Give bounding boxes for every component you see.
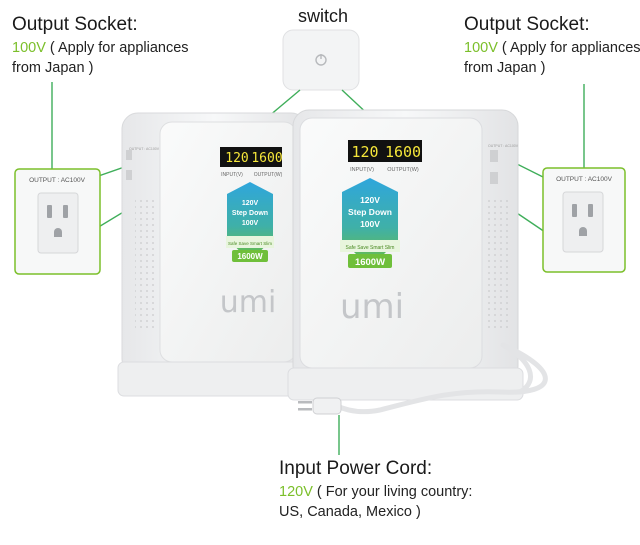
badge-right-line3: 100V <box>360 219 380 229</box>
left-callout-line2: from Japan ) <box>12 60 94 76</box>
display-right <box>348 140 422 162</box>
badge-left <box>226 182 274 262</box>
side-label-right: OUTPUT : AC100V <box>488 144 519 148</box>
right-callout-text: ( Apply for appliances <box>497 40 640 56</box>
display-left-output-label: OUTPUT(W) <box>254 172 283 178</box>
socket-label-right: OUTPUT : AC100V <box>556 176 613 183</box>
bottom-callout: Input Power Cord: 120V ( For your living… <box>279 458 472 520</box>
badge-right <box>340 178 400 268</box>
bottom-callout-text: ( For your living country: <box>312 484 473 500</box>
socket-closeup-right <box>542 167 626 273</box>
display-right-input-label: INPUT(V) <box>350 167 374 173</box>
left-callout-text: ( Apply for appliances <box>45 40 189 56</box>
logo-right: umi <box>340 287 404 327</box>
left-callout-title: Output Socket: <box>12 14 138 35</box>
display-left-output: 1600 <box>251 151 282 166</box>
badge-right-tagline: Safe Save Smart Slim <box>346 245 395 251</box>
switch-label: switch <box>298 6 349 26</box>
switch-box <box>282 29 360 91</box>
bottom-callout-title: Input Power Cord: <box>279 458 433 479</box>
right-callout-line2: from Japan ) <box>464 60 546 76</box>
right-callout-voltage: 100V <box>464 40 498 56</box>
display-left-input-label: INPUT(V) <box>221 172 243 178</box>
bottom-callout-voltage: 120V <box>279 484 313 500</box>
display-right-output: 1600 <box>385 143 421 161</box>
display-right-output-label: OUTPUT(W) <box>387 167 419 173</box>
socket-label-left: OUTPUT : AC100V <box>29 177 86 184</box>
display-left <box>220 147 282 167</box>
side-label-left: OUTPUT : AC100V <box>129 147 160 151</box>
socket-closeup-left <box>14 168 101 275</box>
bottom-callout-line2: US, Canada, Mexico ) <box>279 504 421 520</box>
badge-right-line1: 120V <box>360 195 380 205</box>
badge-left-line1: 120V <box>242 200 259 207</box>
badge-left-tagline: Safe Save Smart Slim <box>228 241 272 246</box>
display-right-input: 120 <box>351 143 378 161</box>
plug <box>298 397 342 415</box>
badge-right-line2: Step Down <box>348 207 392 217</box>
right-callout: Output Socket: 100V ( Apply for applianc… <box>464 14 640 76</box>
right-callout-title: Output Socket: <box>464 14 590 35</box>
badge-left-line3: 100V <box>242 220 259 227</box>
left-callout: Output Socket: 100V ( Apply for applianc… <box>12 14 189 76</box>
logo-left: umi <box>220 285 277 320</box>
left-callout-voltage: 100V <box>12 40 46 56</box>
power-cord <box>332 342 548 415</box>
badge-left-power: 1600W <box>237 252 263 261</box>
display-left-input: 120 <box>225 151 248 166</box>
badge-left-line2: Step Down <box>232 210 268 217</box>
badge-right-power: 1600W <box>355 257 385 268</box>
